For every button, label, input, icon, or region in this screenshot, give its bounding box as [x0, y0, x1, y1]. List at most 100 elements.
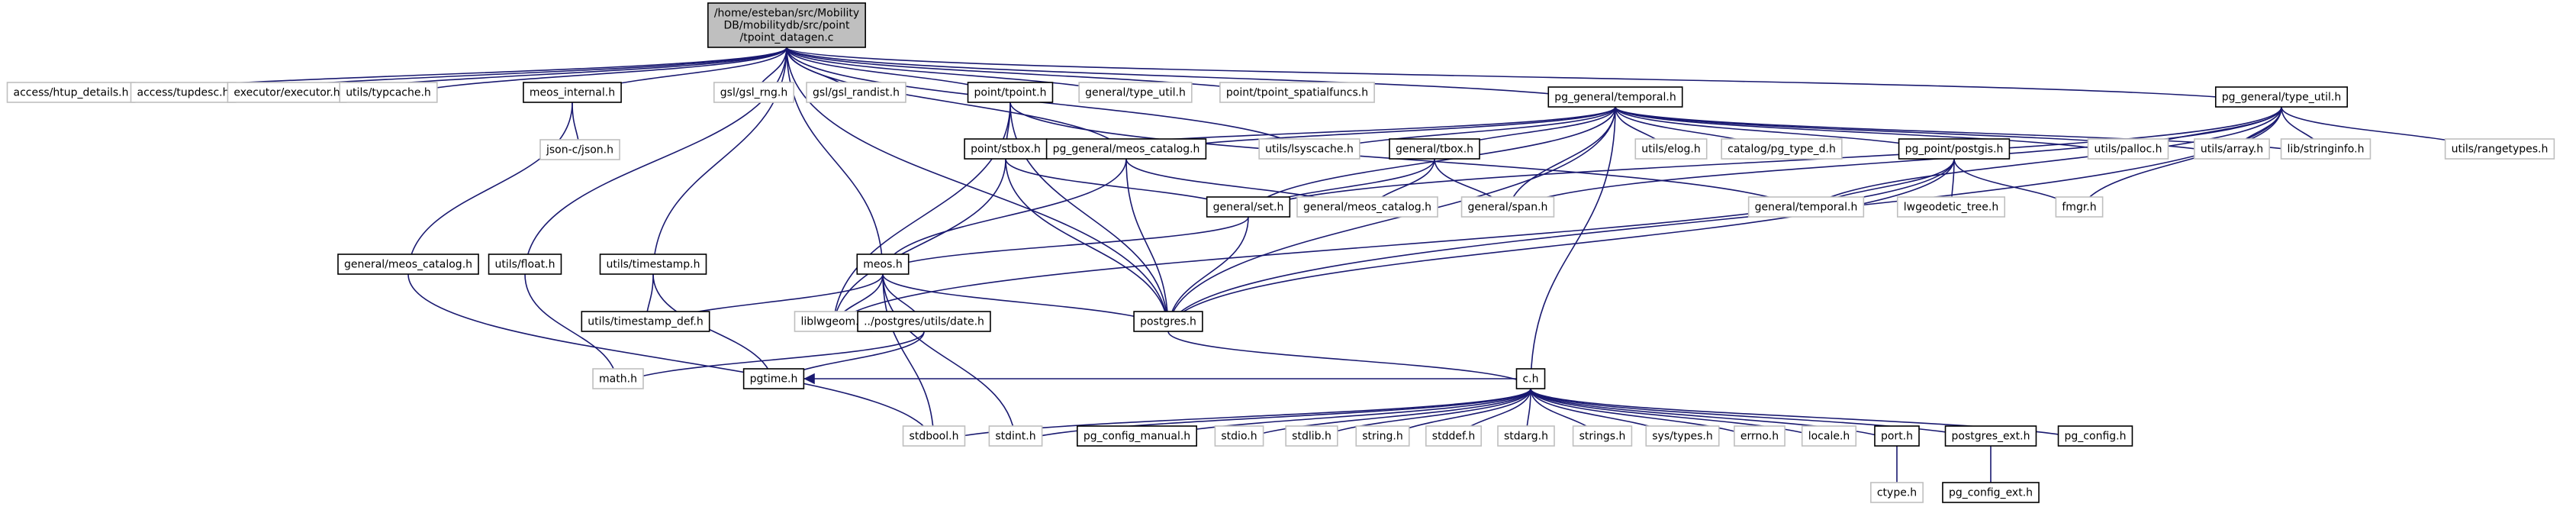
node-pgtime[interactable]: pgtime.h: [742, 368, 805, 389]
node-general-meos-catalog-mid: general/meos_catalog.h: [1296, 196, 1438, 218]
node-meos-internal[interactable]: meos_internal.h: [523, 82, 622, 103]
edge-meos-to-stdbool: [882, 273, 940, 447]
node-general-meos-catalog-left[interactable]: general/meos_catalog.h: [337, 253, 479, 275]
node-box: [1078, 82, 1193, 103]
node-layer: /home/esteban/src/MobilityDB/mobilitydb/…: [6, 2, 2555, 503]
node-box: [1460, 196, 1555, 218]
edge-pg-general-meos-catalog-to-meos: [877, 158, 1127, 275]
node-stddef: stddef.h: [1425, 425, 1483, 447]
node-box: [592, 368, 644, 389]
node-utils-array: utils/array.h: [2194, 138, 2270, 160]
node-label: DB/mobilitydb/src/point: [724, 20, 850, 32]
node-stdio: stdio.h: [1214, 425, 1264, 447]
node-locale: locale.h: [1801, 425, 1857, 447]
node-label: postgres.h: [1140, 316, 1196, 328]
node-string: string.h: [1355, 425, 1410, 447]
node-label: utils/elog.h: [1641, 144, 1700, 156]
node-json-c-json: json-c/json.h: [539, 139, 620, 160]
node-box: [1942, 482, 2040, 503]
node-label: utils/lsyscache.h: [1265, 144, 1354, 156]
node-utils-timestamp-def[interactable]: utils/timestamp_def.h: [581, 311, 710, 332]
node-box: [2055, 196, 2104, 218]
node-pg-general-type-util[interactable]: pg_general/type_util.h: [2214, 86, 2349, 108]
edge-point-tpoint-to-general-temporal: [1009, 102, 1811, 218]
node-box: [2087, 138, 2169, 160]
node-label: catalog/pg_type_d.h: [1728, 144, 1836, 156]
node-label: executor/executor.h: [233, 87, 340, 99]
node-box: [488, 253, 562, 275]
node-general-type-util: general/type_util.h: [1078, 82, 1193, 103]
node-lwgeodetic-tree: lwgeodetic_tree.h: [1896, 196, 2006, 218]
node-label: /home/esteban/src/Mobility: [714, 8, 859, 20]
node-port[interactable]: port.h: [1874, 425, 1920, 447]
node-gsl-rng: gsl/gsl_rng.h: [713, 82, 795, 103]
node-utils-lsyscache: utils/lsyscache.h: [1258, 138, 1360, 160]
node-general-temporal: general/temporal.h: [1747, 196, 1865, 218]
edge-postgres-to-c: [1167, 331, 1537, 389]
node-postgres-utils-date[interactable]: ../postgres/utils/date.h: [857, 311, 991, 332]
node-fmgr: fmgr.h: [2055, 196, 2104, 218]
edge-root-to-meos: [786, 47, 889, 275]
node-point-tpoint-spatialfuncs: point/tpoint_spatialfuncs.h: [1219, 82, 1375, 103]
node-label: strings.h: [1579, 431, 1626, 443]
node-pg-point-postgis[interactable]: pg_point/postgis.h: [1898, 138, 2011, 160]
node-label: pg_general/temporal.h: [1554, 92, 1676, 104]
node-label: /tpoint_datagen.c: [740, 32, 834, 44]
node-general-set[interactable]: general/set.h: [1206, 196, 1291, 218]
node-label: c.h: [1522, 373, 1538, 386]
node-postgres-ext[interactable]: postgres_ext.h: [1944, 425, 2037, 447]
node-utils-elog: utils/elog.h: [1634, 138, 1708, 160]
node-box: [1077, 425, 1197, 447]
node-meos[interactable]: meos.h: [856, 253, 910, 275]
node-label: locale.h: [1808, 431, 1850, 443]
node-pg-config-ext[interactable]: pg_config_ext.h: [1942, 482, 2040, 503]
node-box: [2280, 138, 2372, 160]
node-box: [1747, 196, 1865, 218]
node-pg-config-manual[interactable]: pg_config_manual.h: [1077, 425, 1197, 447]
node-box: [1045, 138, 1207, 160]
node-box: [1296, 196, 1438, 218]
node-general-tbox[interactable]: general/tbox.h: [1389, 138, 1480, 160]
node-point-stbox[interactable]: point/stbox.h: [964, 138, 1048, 160]
node-pg-general-temporal[interactable]: pg_general/temporal.h: [1547, 86, 1683, 108]
node-utils-timestamp[interactable]: utils/timestamp.h: [599, 253, 707, 275]
node-label: pg_general/type_util.h: [2222, 92, 2341, 104]
edge-point-stbox-to-postgres: [1005, 158, 1174, 332]
node-box: [2057, 425, 2133, 447]
node-label: general/meos_catalog.h: [344, 259, 472, 271]
node-box: [1206, 196, 1291, 218]
node-box: [1801, 425, 1857, 447]
edge-general-meos-catalog-left-to-stdbool: [407, 273, 940, 447]
node-box: [1355, 425, 1410, 447]
node-label: meos_internal.h: [530, 87, 615, 99]
node-box: [856, 253, 910, 275]
node-label: utils/timestamp.h: [607, 259, 700, 271]
node-box: [2214, 86, 2349, 108]
node-ctype: ctype.h: [1870, 482, 1924, 503]
node-box: [1572, 425, 1633, 447]
edge-root-to-pg-general-temporal: [786, 47, 1621, 108]
node-box: [227, 82, 347, 103]
node-postgres[interactable]: postgres.h: [1133, 311, 1203, 332]
node-label: stdlib.h: [1292, 431, 1331, 443]
node-c[interactable]: c.h: [1515, 368, 1546, 389]
node-box: [6, 82, 136, 103]
node-label: access/tupdesc.h: [137, 87, 230, 99]
node-label: access/htup_details.h: [14, 87, 129, 99]
node-box: [599, 253, 707, 275]
node-label: ../postgres/utils/date.h: [864, 316, 984, 328]
node-pg-config[interactable]: pg_config.h: [2057, 425, 2133, 447]
node-box: [1497, 425, 1555, 447]
node-label: point/tpoint.h: [974, 87, 1047, 99]
node-root[interactable]: /home/esteban/src/MobilityDB/mobilitydb/…: [707, 2, 866, 48]
node-label: utils/timestamp_def.h: [588, 316, 703, 328]
node-pg-general-meos-catalog[interactable]: pg_general/meos_catalog.h: [1045, 138, 1207, 160]
node-utils-float[interactable]: utils/float.h: [488, 253, 562, 275]
node-box: [1389, 138, 1480, 160]
node-point-tpoint[interactable]: point/tpoint.h: [967, 82, 1054, 103]
node-executor-executor: executor/executor.h: [227, 82, 347, 103]
node-box: [1219, 82, 1375, 103]
node-label: utils/rangetypes.h: [2452, 144, 2549, 156]
node-box: [1547, 86, 1683, 108]
node-box: [1898, 138, 2011, 160]
